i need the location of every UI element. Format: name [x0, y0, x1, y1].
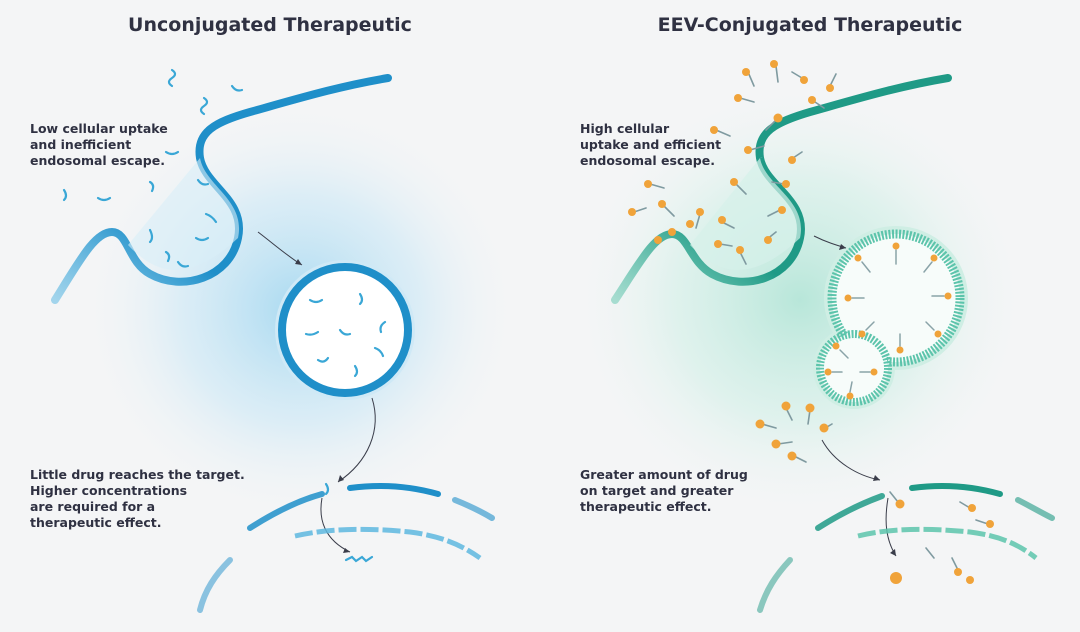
- escaping-endosome: [813, 226, 968, 409]
- endosome: [278, 263, 412, 397]
- invagination-fill: [128, 158, 240, 270]
- target-caption: Little drug reaches the target. Higher c…: [30, 467, 245, 530]
- arrow-heads: [839, 244, 896, 556]
- eev-conjugated-title: EEV-Conjugated Therapeutic: [657, 14, 963, 36]
- target-caption: Greater amount of drug on target and gre…: [580, 467, 748, 514]
- eev-conjugated-panel: EEV-Conjugated Therapeutic High cellular…: [540, 0, 1080, 632]
- released-conjugates: [755, 401, 833, 463]
- unconjugated-title: Unconjugated Therapeutic: [128, 14, 412, 36]
- free-drug-molecules: [62, 68, 244, 268]
- endosome-cargo: [304, 292, 387, 378]
- target-strand: [857, 526, 1038, 560]
- target-drug: [324, 482, 374, 563]
- target-drugs: [889, 491, 994, 584]
- target-strand: [294, 526, 482, 561]
- eev-conjugates: [628, 60, 837, 265]
- uptake-caption: High cellular uptake and efficient endos…: [580, 121, 722, 168]
- cytoplasm-glow: [570, 80, 1030, 520]
- nuclear-envelope: [197, 483, 495, 613]
- uptake-caption: Low cellular uptake and inefficient endo…: [30, 121, 168, 168]
- nuclear-envelope: [757, 483, 1055, 613]
- unconjugated-illustration: [51, 68, 520, 613]
- arrow-heads: [295, 259, 350, 553]
- unconjugated-panel: Unconjugated Therapeutic Low cellular up…: [30, 14, 520, 613]
- eev-conjugated-illustration: [570, 60, 1055, 613]
